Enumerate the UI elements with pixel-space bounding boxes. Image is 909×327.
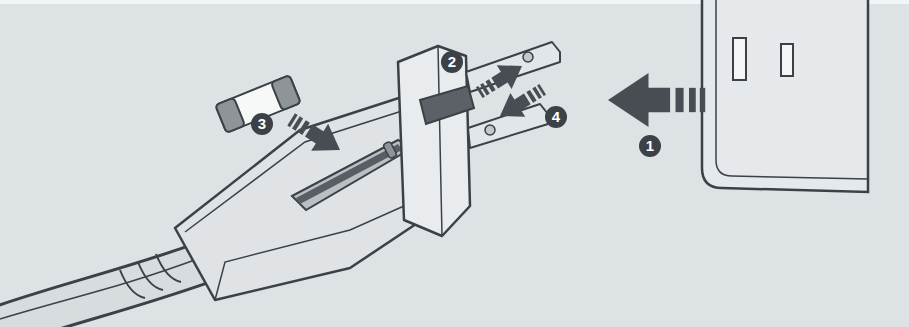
callout-number: 4 [545, 106, 567, 128]
callout-circle [639, 135, 661, 157]
plug-body [175, 46, 470, 300]
outlet-slot [781, 44, 793, 76]
arrow-unplug [608, 73, 705, 127]
callout-number: 3 [251, 113, 273, 135]
callout-circle [545, 106, 567, 128]
power-cord [0, 254, 205, 327]
wall-outlet [702, 0, 868, 192]
callout-circle [441, 51, 463, 73]
fuse-slot [292, 140, 412, 210]
plug-flange [398, 46, 470, 236]
callout-circle [251, 113, 273, 135]
callout-number: 2 [441, 51, 463, 73]
outlet-slot [733, 38, 746, 80]
arrow-slide-close [493, 77, 551, 127]
plug-prongs [420, 42, 560, 148]
arrow-insert-fuse [283, 106, 349, 164]
callout-number: 1 [639, 135, 661, 157]
slider-tab [420, 86, 474, 124]
